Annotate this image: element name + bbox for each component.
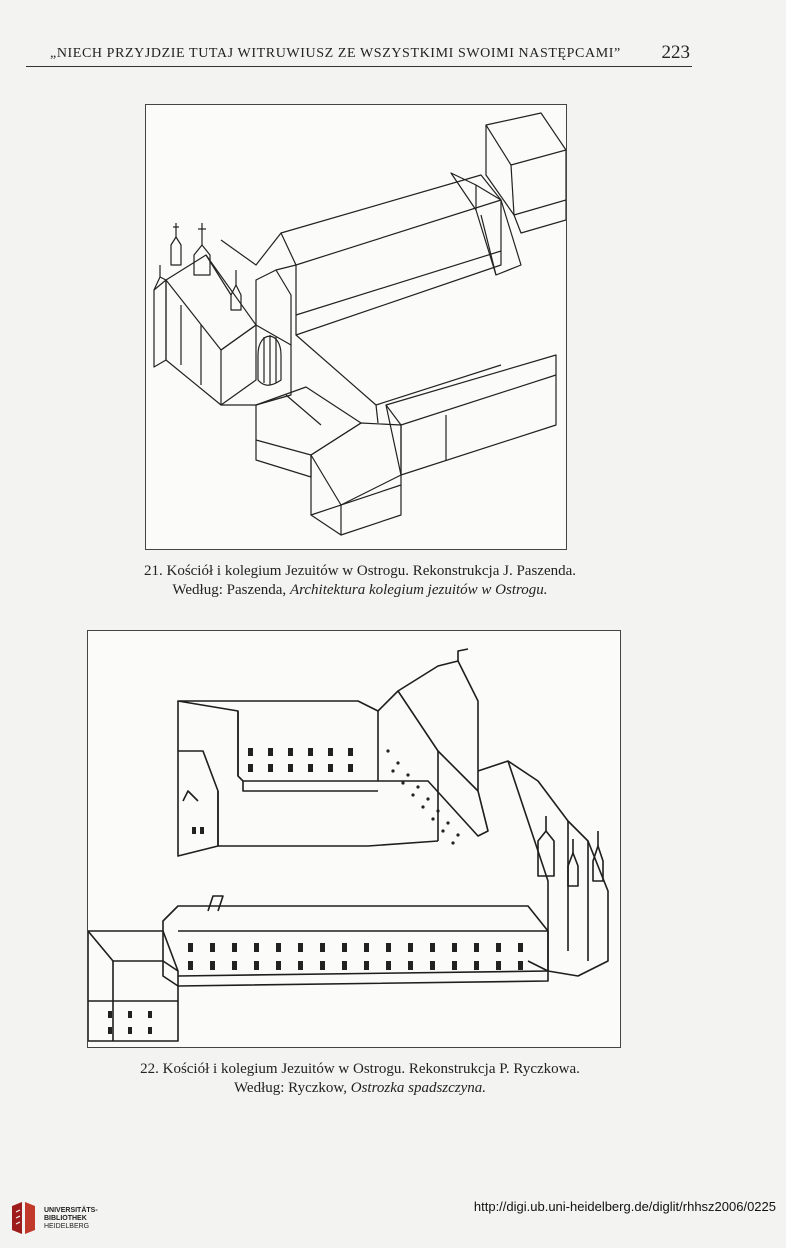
figure-21-caption: 21. Kościół i kolegium Jezuitów w Ostrog… — [60, 562, 660, 600]
logo-line2: BIBLIOTHEK — [44, 1215, 87, 1222]
library-logo-text: UNIVERSITÄTS- BIBLIOTHEK HEIDELBERG — [44, 1207, 98, 1231]
logo-line1: UNIVERSITÄTS- — [44, 1207, 98, 1214]
library-emblem-icon — [12, 1202, 35, 1234]
figure-21-illustration — [153, 112, 566, 536]
library-logo[interactable]: UNIVERSITÄTS- BIBLIOTHEK HEIDELBERG — [8, 1198, 118, 1238]
figure-22-caption-prefix: Według: Ryczkow, — [233, 1080, 351, 1096]
figure-22-illustration — [88, 648, 609, 1042]
page-number: 223 — [661, 42, 691, 63]
figure-22-caption-title: Ostrozka spadszczyna. — [350, 1080, 487, 1096]
figure-21-caption-line1: 21. Kościół i kolegium Jezuitów w Ostrog… — [143, 563, 577, 579]
running-head: „NIECH PRZYJDZIE TUTAJ WITRUWIUSZ ZE WSZ… — [26, 42, 692, 67]
figure-21-caption-line2: Według: Paszenda, Architektura kolegium … — [60, 581, 660, 600]
figure-22-caption: 22. Kościół i kolegium Jezuitów w Ostrog… — [60, 1060, 660, 1098]
logo-line3: HEIDELBERG — [44, 1223, 90, 1230]
running-title: „NIECH PRZYJDZIE TUTAJ WITRUWIUSZ ZE WSZ… — [50, 46, 621, 61]
figure-22-drawing — [87, 630, 621, 1048]
figure-22-caption-line1: 22. Kościół i kolegium Jezuitów w Ostrog… — [140, 1061, 580, 1077]
source-url-link[interactable]: http://digi.ub.uni-heidelberg.de/diglit/… — [473, 1199, 776, 1214]
figure-21-caption-title: Architektura kolegium jezuitów w Ostrogu… — [289, 582, 548, 598]
figure-22-caption-line2: Według: Ryczkow, Ostrozka spadszczyna. — [60, 1079, 660, 1098]
figure-21-caption-prefix: Według: Paszenda, — [172, 582, 290, 598]
figure-21-drawing — [145, 104, 567, 550]
